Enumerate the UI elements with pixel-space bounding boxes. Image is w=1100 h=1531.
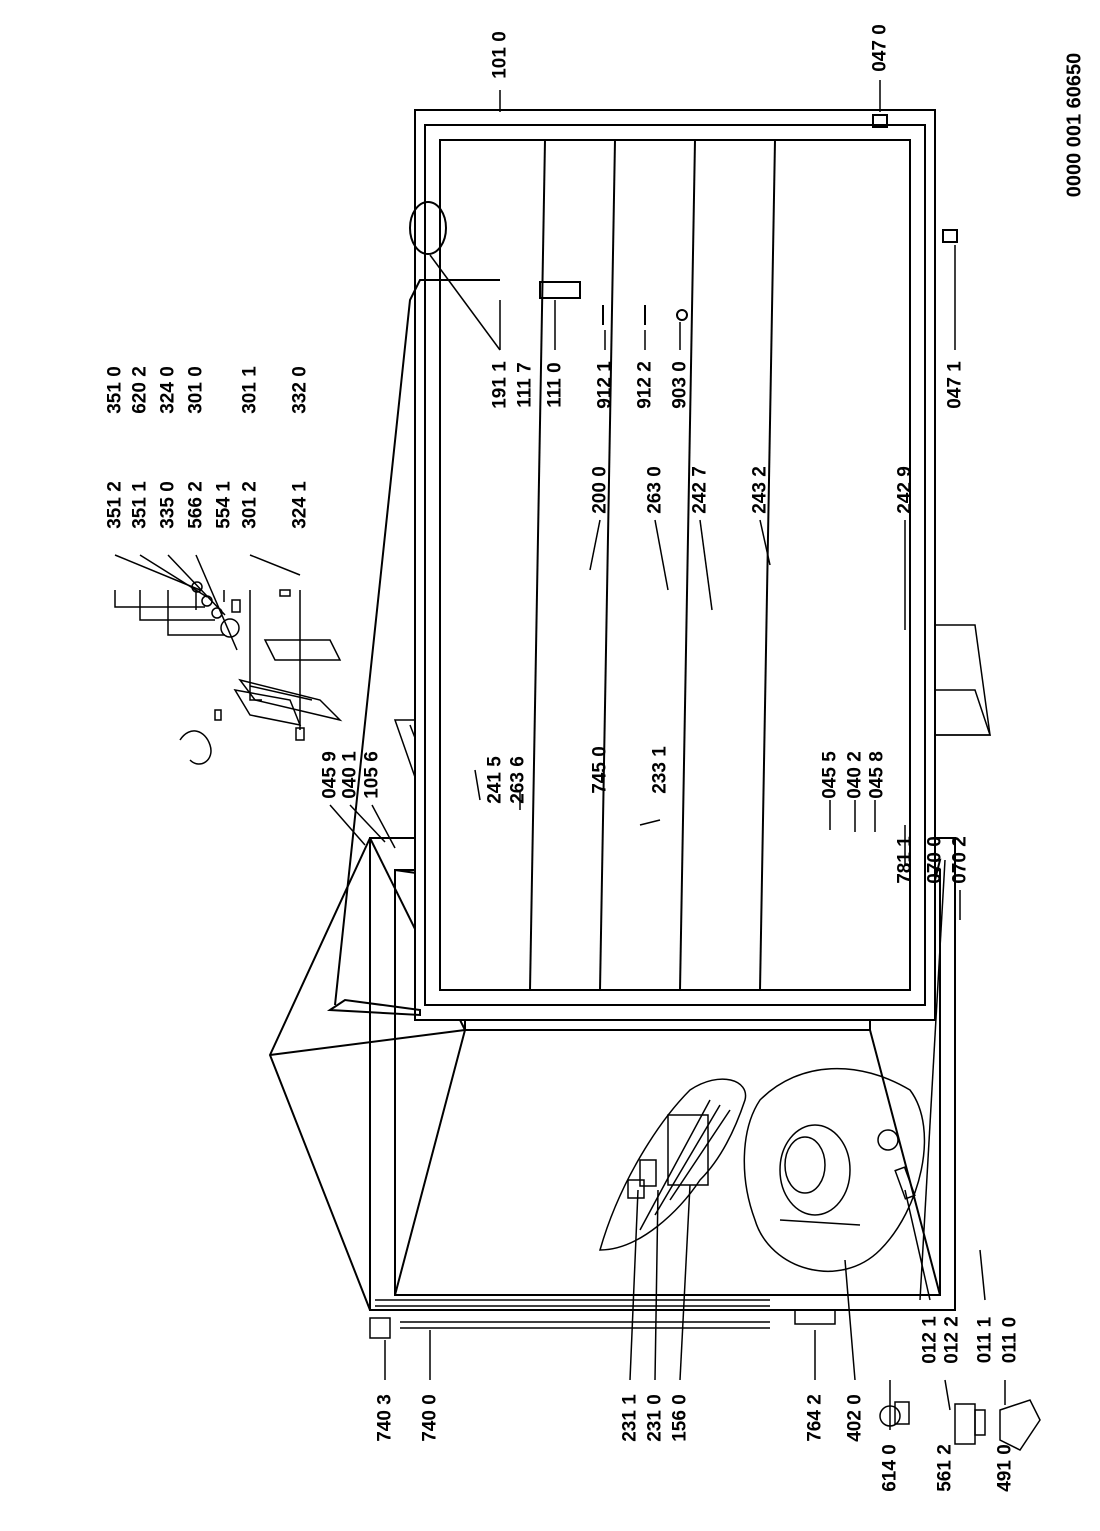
part-label-231-0: 231 0 xyxy=(644,1394,666,1442)
part-label-764-2: 764 2 xyxy=(804,1394,826,1442)
part-label-111-0: 111 0 xyxy=(544,362,566,408)
part-label-101-0: 101 0 xyxy=(489,31,511,79)
door-assembly xyxy=(326,109,958,1021)
part-label-903-0: 903 0 xyxy=(669,361,691,409)
part-label-566-2: 566 2 xyxy=(185,481,207,529)
part-label-740-0: 740 0 xyxy=(419,1394,441,1442)
part-label-012-2: 012 2 xyxy=(941,1316,963,1364)
part-label-231-1: 231 1 xyxy=(619,1394,641,1442)
part-label-740-3: 740 3 xyxy=(374,1394,396,1442)
part-label-040-2: 040 2 xyxy=(844,751,866,799)
part-label-045-8: 045 8 xyxy=(866,751,888,799)
part-label-781-1: 781 1 xyxy=(894,836,916,884)
part-label-335-0: 335 0 xyxy=(157,481,179,529)
part-label-912-1: 912 1 xyxy=(594,361,616,409)
control-panel-parts xyxy=(179,581,343,765)
part-label-111-7: 111 7 xyxy=(514,362,536,408)
part-label-301-1: 301 1 xyxy=(239,366,261,414)
part-label-156-0: 156 0 xyxy=(669,1394,691,1442)
part-label-402-0: 402 0 xyxy=(844,1394,866,1442)
part-label-491-0: 491 0 xyxy=(994,1444,1016,1492)
part-label-045-5: 045 5 xyxy=(819,751,841,799)
back-panel-assembly xyxy=(599,1078,747,1251)
part-label-263-0: 263 0 xyxy=(644,466,666,514)
small-parts-left xyxy=(879,1399,1041,1451)
part-label-242-7: 242 7 xyxy=(689,466,711,514)
compressor-compartment xyxy=(743,1067,926,1273)
part-label-070-2: 070 2 xyxy=(949,836,971,884)
part-label-351-2: 351 2 xyxy=(104,481,126,529)
part-label-011-1: 011 1 xyxy=(974,1316,996,1364)
part-label-351-0: 351 0 xyxy=(104,366,126,414)
part-label-324-0: 324 0 xyxy=(157,366,179,414)
part-label-301-2: 301 2 xyxy=(239,481,261,529)
part-label-614-0: 614 0 xyxy=(879,1444,901,1492)
part-label-332-0: 332 0 xyxy=(289,366,311,414)
part-label-047-0: 047 0 xyxy=(869,24,891,72)
part-label-105-6: 105 6 xyxy=(361,751,383,799)
part-label-561-2: 561 2 xyxy=(934,1444,956,1492)
part-label-324-1: 324 1 xyxy=(289,481,311,529)
leader-lines xyxy=(114,80,1006,1430)
document-id: 0000 001 60650 xyxy=(1063,52,1086,198)
part-label-554-1: 554 1 xyxy=(213,481,235,529)
part-label-012-1: 012 1 xyxy=(919,1316,941,1364)
part-label-351-1: 351 1 xyxy=(129,481,151,529)
part-label-070-0: 070 0 xyxy=(924,836,946,884)
part-label-912-2: 912 2 xyxy=(634,361,656,409)
part-label-047-1: 047 1 xyxy=(944,361,966,409)
part-label-620-2: 620 2 xyxy=(129,366,151,414)
part-label-242-9: 242 9 xyxy=(894,466,916,514)
part-label-191-1: 191 1 xyxy=(489,361,511,409)
part-label-301-0: 301 0 xyxy=(185,366,207,414)
part-label-200-0: 200 0 xyxy=(589,466,611,514)
part-label-233-1: 233 1 xyxy=(649,746,671,794)
part-label-241-5: 241 5 xyxy=(484,756,506,804)
part-label-045-9: 045 9 xyxy=(319,751,341,799)
part-label-745-0: 745 0 xyxy=(589,746,611,794)
part-label-011-0: 011 0 xyxy=(999,1316,1021,1364)
part-label-243-2: 243 2 xyxy=(749,466,771,514)
door-hinge-rail xyxy=(369,1309,836,1339)
part-label-040-1: 040 1 xyxy=(339,751,361,799)
part-label-263-6: 263 6 xyxy=(507,756,529,804)
